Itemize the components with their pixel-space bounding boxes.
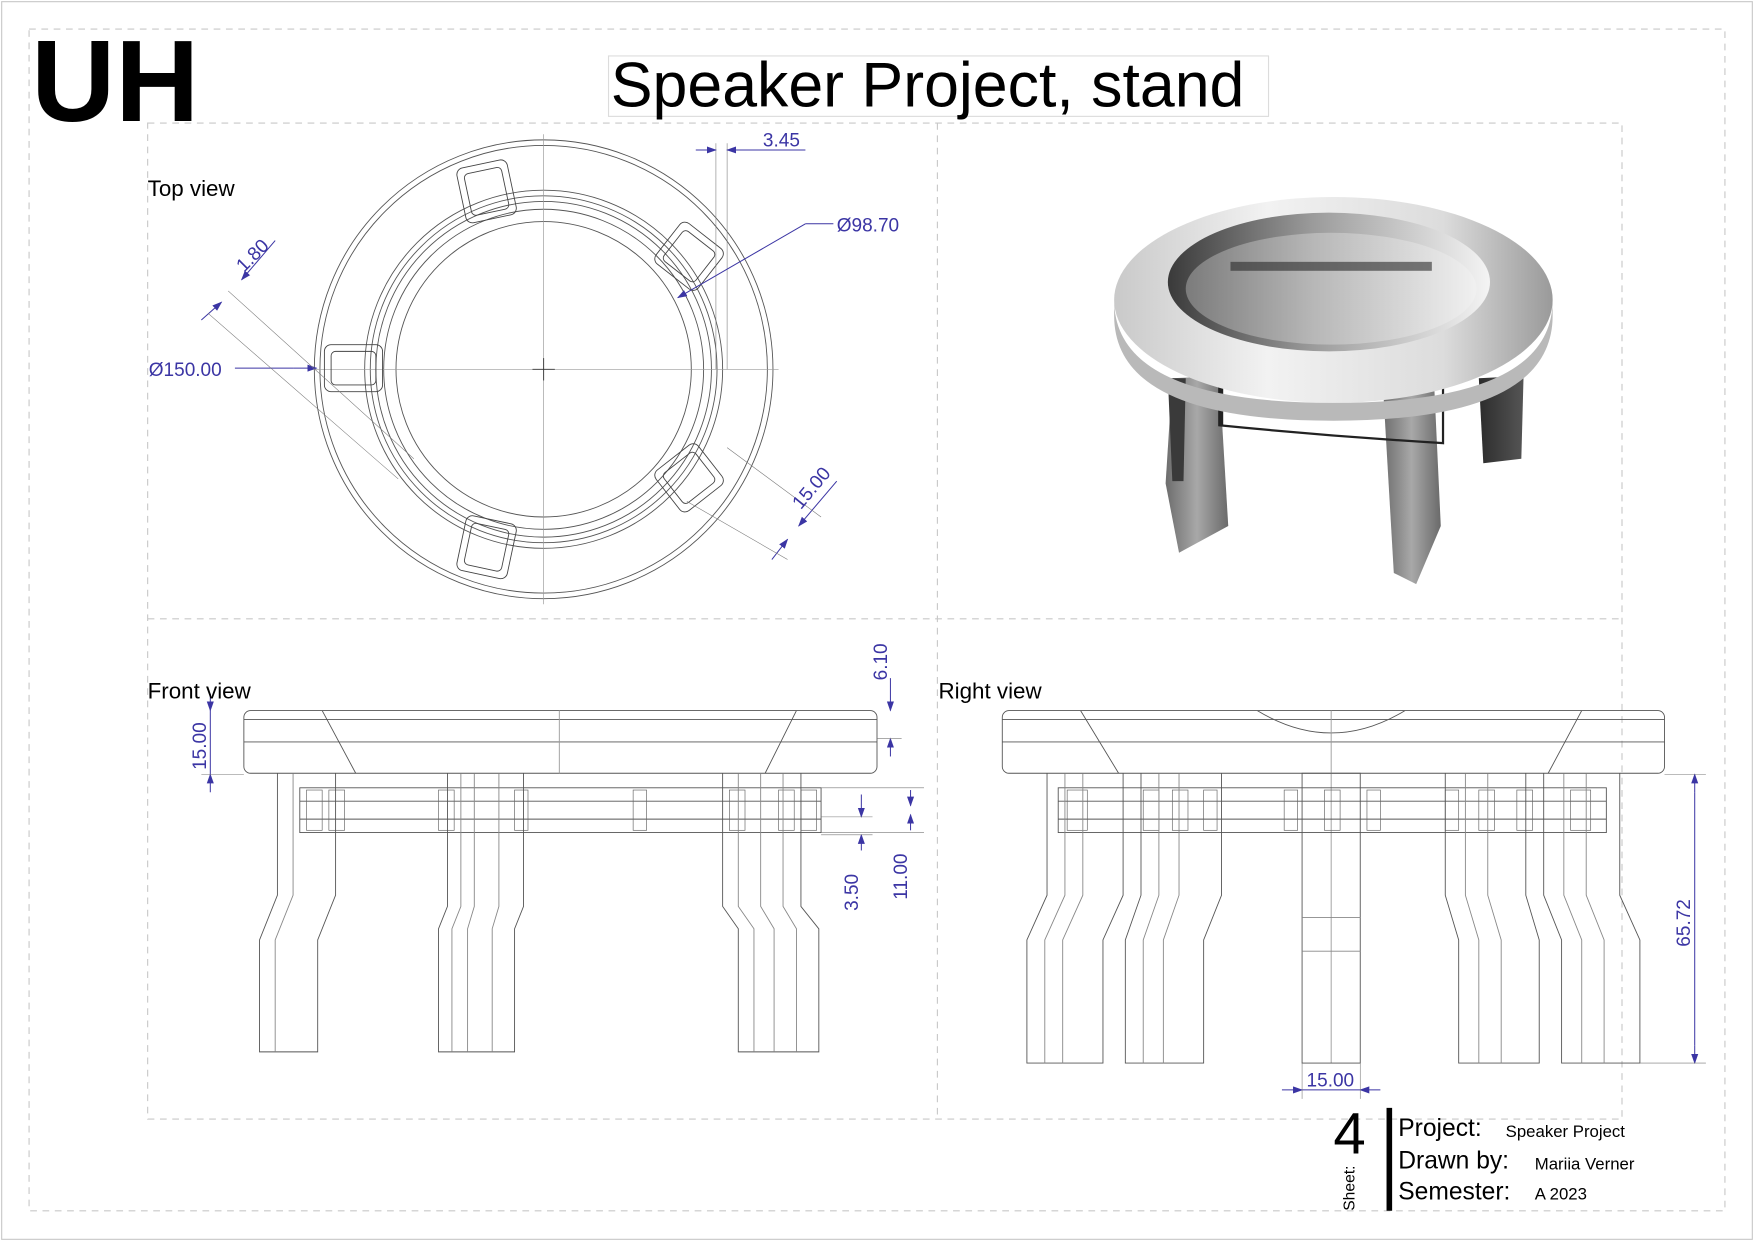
dim-ring-top: 6.10 [871,643,892,680]
dim-leg-width: 15.00 [1307,1071,1355,1092]
front-view-dimension-lines [201,678,924,851]
dim-slot-height: 3.50 [842,874,863,911]
dim-top-offset: 3.45 [763,131,800,152]
logo: UH [31,16,199,146]
sheet-label: Sheet: [1342,1166,1359,1211]
project-label: Project: [1398,1115,1481,1142]
top-view-label: Top view [148,176,236,201]
front-view-label: Front view [148,678,252,703]
dim-outer-diameter: Ø150.00 [149,360,222,381]
stand-3d-render [1114,196,1553,585]
semester-value: A 2023 [1535,1185,1587,1204]
dim-tab-width: 15.00 [789,464,836,514]
dim-total-height: 65.72 [1674,899,1695,947]
top-view-drawing [308,134,779,605]
dim-inner-diameter: Ø98.70 [837,216,899,237]
page-title: Speaker Project, stand [611,50,1245,120]
project-value: Speaker Project [1506,1122,1626,1141]
sheet-number: 4 [1333,1102,1365,1167]
top-view-dimension-lines [201,143,838,560]
drawn-by-label: Drawn by: [1398,1147,1509,1174]
drawn-by-value: Mariia Verner [1535,1154,1635,1173]
dim-wall: 1.80 [233,236,274,277]
right-view-drawing [1001,710,1665,1064]
dim-band-height: 11.00 [891,854,912,900]
semester-label: Semester: [1398,1179,1510,1206]
dim-ring-height: 15.00 [190,722,211,770]
front-view-drawing [243,710,878,1053]
right-view-dimension-lines [1281,773,1706,1099]
right-view-label: Right view [939,678,1043,703]
title-block: Sheet: 4 Project: Speaker Project Drawn … [1333,1102,1635,1211]
